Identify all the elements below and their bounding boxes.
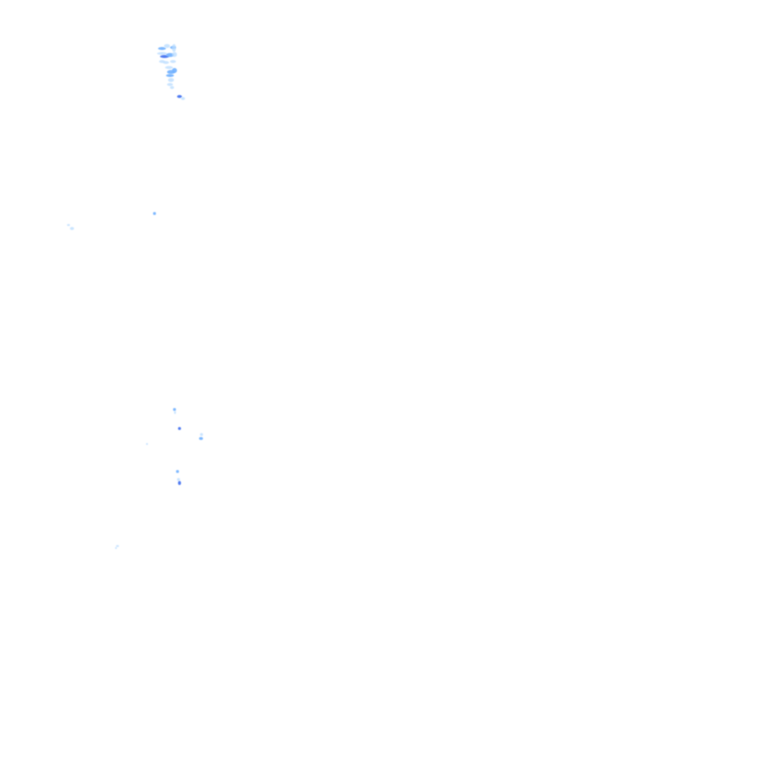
- precipitation-echo: [172, 44, 176, 52]
- precipitation-echo: [173, 408, 176, 411]
- precipitation-echo: [67, 224, 70, 226]
- precipitation-echo: [199, 437, 203, 440]
- precipitation-echo: [157, 52, 167, 55]
- precipitation-echo: [166, 53, 174, 57]
- precipitation-echo: [167, 70, 175, 74]
- precipitation-echo: [177, 95, 182, 98]
- precipitation-echo: [178, 481, 181, 485]
- precipitation-echo: [170, 86, 174, 89]
- precipitation-echo: [200, 433, 203, 436]
- precipitation-echo: [70, 227, 74, 230]
- precipitation-echo: [164, 44, 170, 48]
- precipitation-echo: [153, 212, 156, 215]
- precipitation-echo: [116, 545, 119, 547]
- precipitation-echo: [172, 52, 177, 57]
- precipitation-echo: [181, 97, 185, 100]
- precipitation-echo: [146, 443, 148, 445]
- precipitation-echo: [177, 478, 180, 481]
- precipitation-echo: [176, 470, 179, 473]
- precipitation-echo: [174, 411, 176, 414]
- precipitation-echo: [170, 60, 176, 63]
- precipitation-echo: [165, 66, 173, 69]
- precipitation-echo: [166, 74, 174, 77]
- precipitation-echo: [159, 60, 165, 63]
- precipitation-echo: [178, 427, 181, 430]
- precipitation-echo: [167, 83, 173, 86]
- precipitation-echo: [172, 68, 177, 73]
- precipitation-echo: [160, 55, 169, 58]
- precipitation-echo: [163, 61, 169, 64]
- precipitation-echo: [158, 47, 166, 50]
- precipitation-echo: [115, 547, 117, 549]
- precipitation-echo: [168, 78, 174, 82]
